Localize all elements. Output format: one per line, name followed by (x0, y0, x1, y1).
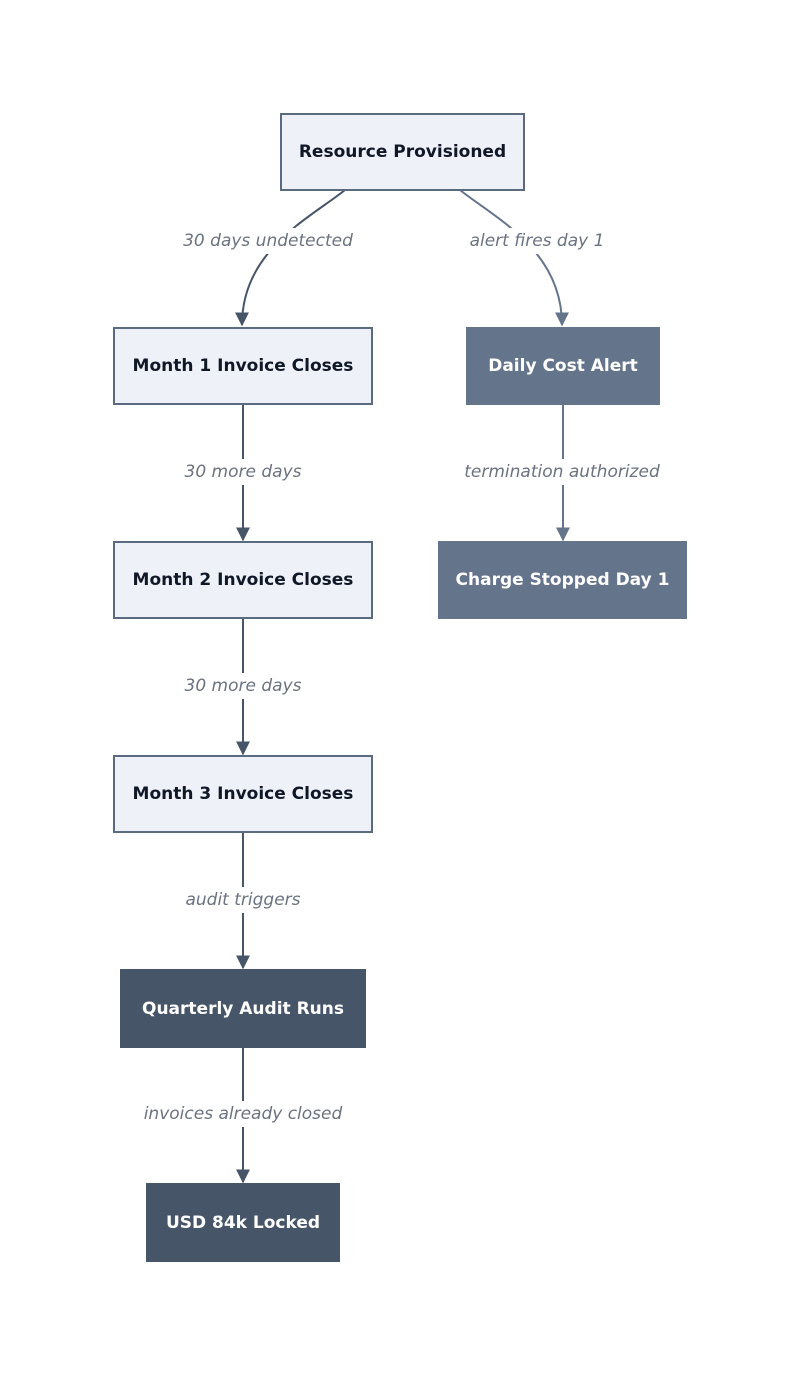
node-resource-provisioned: Resource Provisioned (280, 113, 525, 191)
node-month-1-invoice: Month 1 Invoice Closes (113, 327, 373, 405)
edge-label-already-closed: invoices already closed (141, 1101, 345, 1127)
node-charge-stopped: Charge Stopped Day 1 (438, 541, 687, 619)
node-label: Resource Provisioned (298, 142, 507, 162)
node-usd-locked: USD 84k Locked (146, 1183, 340, 1262)
edge-label-more-days-1: 30 more days (182, 459, 304, 485)
node-label: USD 84k Locked (165, 1212, 321, 1233)
node-label: Month 2 Invoice Closes (132, 570, 354, 590)
node-label: Daily Cost Alert (488, 356, 638, 376)
edge-label-termination: termination authorized (462, 459, 662, 485)
edge-label-alert-fires: alert fires day 1 (467, 228, 607, 254)
node-label: Month 3 Invoice Closes (132, 784, 354, 804)
edge-undetected (235, 189, 346, 327)
node-month-2-invoice: Month 2 Invoice Closes (113, 541, 373, 619)
node-label: Charge Stopped Day 1 (455, 570, 670, 590)
edge-alert-fires (459, 189, 569, 327)
node-quarterly-audit: Quarterly Audit Runs (120, 969, 366, 1048)
edge-label-audit-triggers: audit triggers (183, 887, 303, 913)
node-label: Quarterly Audit Runs (142, 998, 344, 1019)
node-month-3-invoice: Month 3 Invoice Closes (113, 755, 373, 833)
edge-label-undetected: 30 days undetected (181, 228, 355, 254)
edge-label-more-days-2: 30 more days (182, 673, 304, 699)
node-daily-cost-alert: Daily Cost Alert (466, 327, 660, 405)
node-label: Month 1 Invoice Closes (132, 356, 354, 376)
